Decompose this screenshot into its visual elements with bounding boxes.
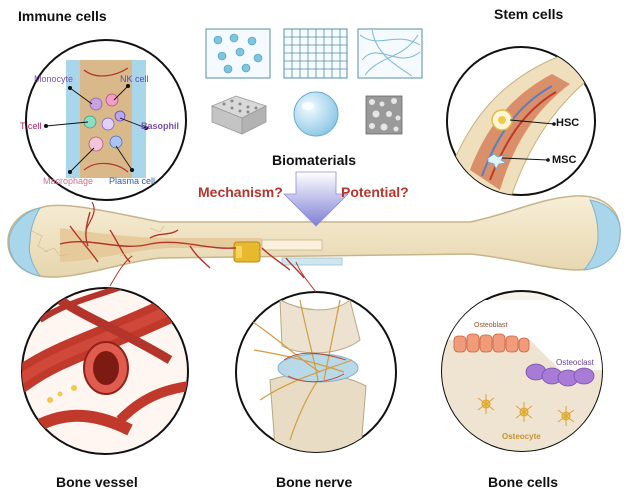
basophil-label: Basophil <box>141 121 180 131</box>
immune-cells-title: Immune cells <box>18 8 107 24</box>
macrophage-label: Macrophage <box>43 176 94 186</box>
osteoclast-label: Osteoclast <box>556 358 594 367</box>
plasma-cell-label: Plasma cell <box>109 176 156 186</box>
bone-nerve-circle <box>235 291 397 453</box>
sponge-scaffold <box>365 95 403 135</box>
bone-cells-title: Bone cells <box>488 474 559 490</box>
immune-cells-circle <box>25 39 187 201</box>
monocyte-label: Monocyte <box>34 74 74 84</box>
osteocyte-label: Osteocyte <box>502 432 541 441</box>
bone-cells-circle <box>441 290 603 452</box>
down-arrow-icon <box>283 171 349 227</box>
bone-vessel-title: Bone vessel <box>56 474 138 490</box>
hsc-label: HSC <box>556 117 580 129</box>
mechanism-question: Mechanism? <box>198 184 283 200</box>
biomaterials-panel <box>205 28 423 137</box>
bone-nerve-title: Bone nerve <box>276 474 353 490</box>
potential-question: Potential? <box>341 184 409 200</box>
bone-vessel-circle <box>21 287 189 455</box>
osteoblast-label: Osteoblast <box>474 322 508 329</box>
stem-cells-circle <box>446 46 596 196</box>
t-cell-label: T cell <box>20 121 42 131</box>
stem-cells-title: Stem cells <box>494 6 564 22</box>
msc-label: MSC <box>552 154 577 166</box>
nk-cell-label: NK cell <box>120 74 149 84</box>
biomaterials-title: Biomaterials <box>272 152 357 168</box>
hydrogel-sphere <box>293 91 339 137</box>
long-bone <box>7 195 621 279</box>
porous-scaffold <box>210 95 268 135</box>
